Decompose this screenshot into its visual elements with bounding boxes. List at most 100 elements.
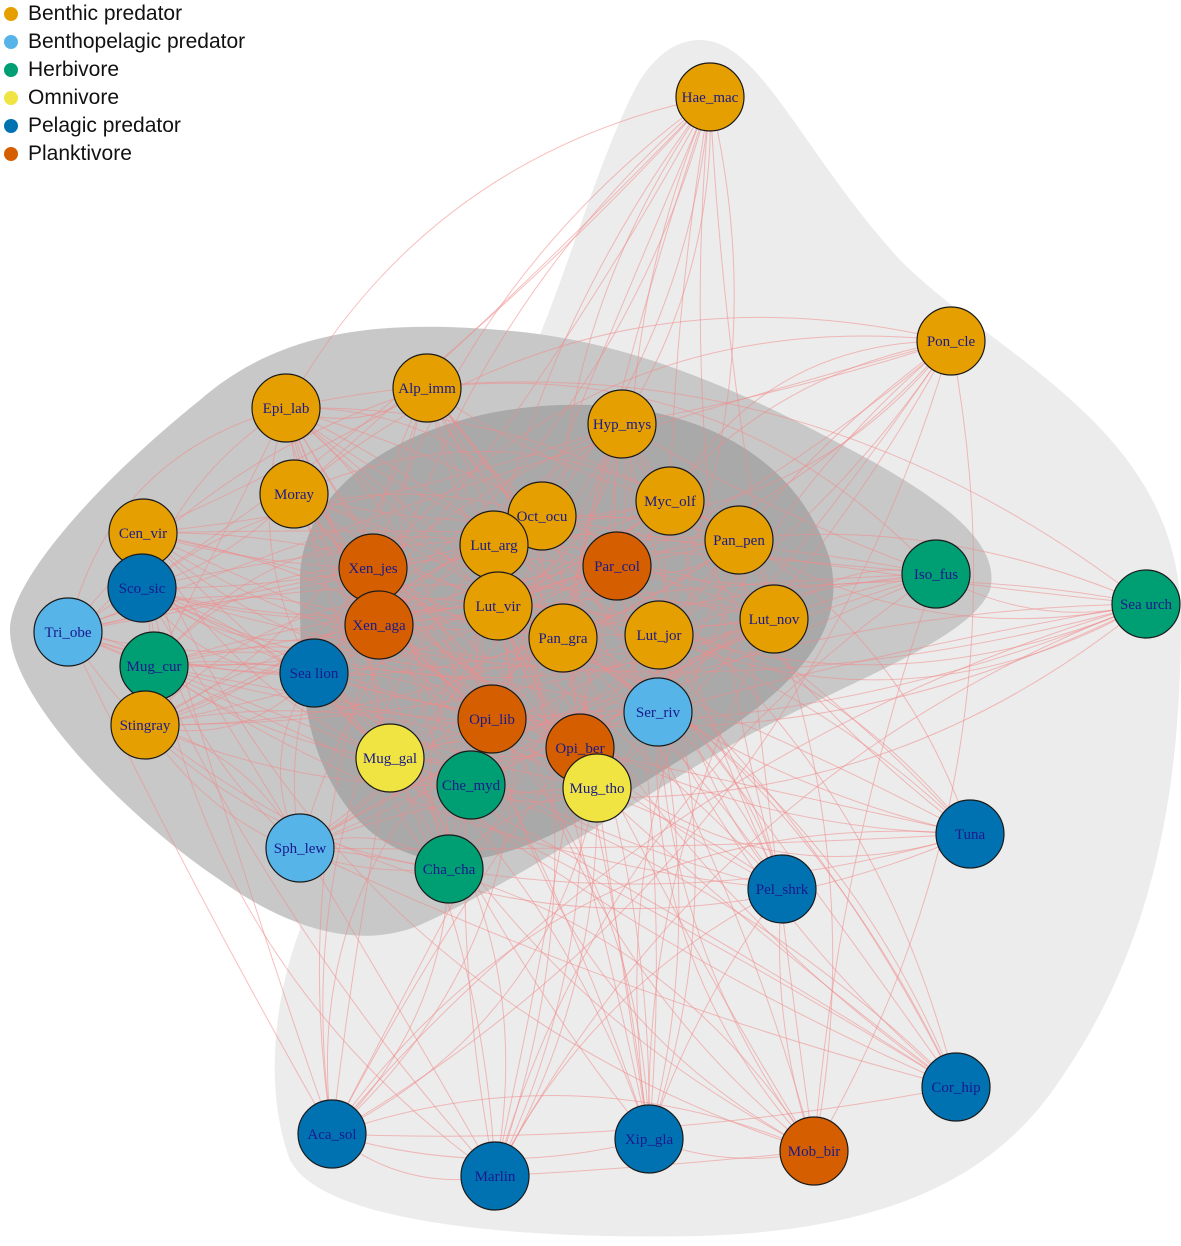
node-iso-fus[interactable]: Iso_fus [901,539,971,609]
node-lut-nov[interactable]: Lut_nov [739,584,809,654]
node-lut-arg[interactable]: Lut_arg [459,510,529,580]
node-ser-riv[interactable]: Ser_riv [623,677,693,747]
node-mob-bir[interactable]: Mob_bir [779,1116,849,1186]
legend-label-herbivore: Herbivore [28,58,120,81]
node-stingray[interactable]: Stingray [110,690,180,760]
edge [541,515,1147,605]
edge [67,407,287,633]
edge [67,631,333,1135]
legend-swatch-planktivore [4,147,18,161]
node-circle [251,373,321,443]
node-label: Xen_aga [352,618,406,634]
node-label: Xen_jes [348,561,397,577]
edge [285,407,971,835]
node-sco-sic[interactable]: Sco_sic [107,553,177,623]
edge [153,605,499,667]
node-hyp-mys[interactable]: Hyp_mys [587,389,657,459]
node-moray[interactable]: Moray [259,459,329,529]
edge [658,603,1147,681]
legend-swatch-benthic [4,7,18,21]
edge [378,539,740,626]
node-alp-imm[interactable]: Alp_imm [392,353,462,423]
legend-item-benthic: Benthic predator [0,0,245,28]
node-cor-hip[interactable]: Cor_hip [921,1052,991,1122]
edge [430,605,499,870]
edge [813,340,975,1152]
edge [559,96,711,789]
node-xen-jes[interactable]: Xen_jes [338,533,408,603]
legend-label-omnivore: Omnivore [28,86,120,109]
node-hae-mac[interactable]: Hae_mac [675,62,745,132]
edge [299,847,815,1152]
node-par-col[interactable]: Par_col [582,531,652,601]
node-mug-gal[interactable]: Mug_gal [355,723,425,793]
node-cha-cha[interactable]: Cha_cha [414,834,484,904]
node-circle [935,799,1005,869]
edge [470,573,937,786]
node-lut-jor[interactable]: Lut_jor [624,600,694,670]
node-circle [392,353,462,423]
node-tri-obe[interactable]: Tri_obe [33,597,103,667]
node-circle [624,600,694,670]
node-sph-lew[interactable]: Sph_lew [265,813,335,883]
node-pan-gra[interactable]: Pan_gra [528,603,598,673]
node-label: Epi_lab [263,401,310,417]
edge [331,830,971,1135]
edge [658,96,735,636]
node-label: Stingray [120,718,171,734]
node-pel-shrk[interactable]: Pel_shrk [747,854,817,924]
node-circle [457,684,527,754]
node-label: Cen_vir [119,526,167,542]
node-sea-urch[interactable]: Sea urch [1111,569,1181,639]
node-circle [779,1116,849,1186]
edge [299,603,1147,849]
node-circle [1111,569,1181,639]
node-label: Tuna [955,827,986,843]
node-tuna[interactable]: Tuna [935,799,1005,869]
node-circle [279,638,349,708]
node-circle [916,306,986,376]
edge [313,672,783,890]
node-label: Che_myd [442,778,501,794]
edge [541,340,952,519]
node-myc-olf[interactable]: Myc_olf [635,466,705,536]
node-aca-sol[interactable]: Aca_sol [297,1099,367,1169]
node-epi-lab[interactable]: Epi_lab [251,373,321,443]
node-circle [297,1099,367,1169]
node-label: Sco_sic [119,581,166,597]
node-lut-vir[interactable]: Lut_vir [463,571,533,641]
node-circle [355,723,425,793]
edge [268,407,315,674]
node-xip-gla[interactable]: Xip_gla [614,1104,684,1174]
edge [572,423,623,749]
node-marlin[interactable]: Marlin [460,1141,530,1211]
node-sea-lion[interactable]: Sea lion [279,638,349,708]
node-label: Tri_obe [45,625,92,641]
node-mug-tho[interactable]: Mug_tho [562,753,632,823]
node-mug-cur[interactable]: Mug_cur [119,631,189,701]
node-opi-lib[interactable]: Opi_lib [457,684,527,754]
node-label: Cor_hip [931,1080,980,1096]
node-xen-aga[interactable]: Xen_aga [344,590,414,660]
edge [142,532,957,1088]
node-pon-cle[interactable]: Pon_cle [916,306,986,376]
edge [813,573,937,1152]
node-circle [33,597,103,667]
node-pan-pen[interactable]: Pan_pen [704,505,774,575]
edge [331,603,1147,1135]
node-circle [704,505,774,575]
edge [144,710,598,789]
edge [426,382,937,575]
edge [648,711,680,1140]
edge [142,530,740,541]
edge [331,757,391,1135]
edge [153,663,659,713]
node-label: Cha_cha [423,862,476,878]
edge [285,407,650,1140]
legend-label-pelagic: Pelagic predator [28,114,181,137]
legend-item-herbivore: Herbivore [0,56,245,84]
node-circle [344,590,414,660]
node-che-myd[interactable]: Che_myd [436,750,506,820]
node-circle [259,459,329,529]
